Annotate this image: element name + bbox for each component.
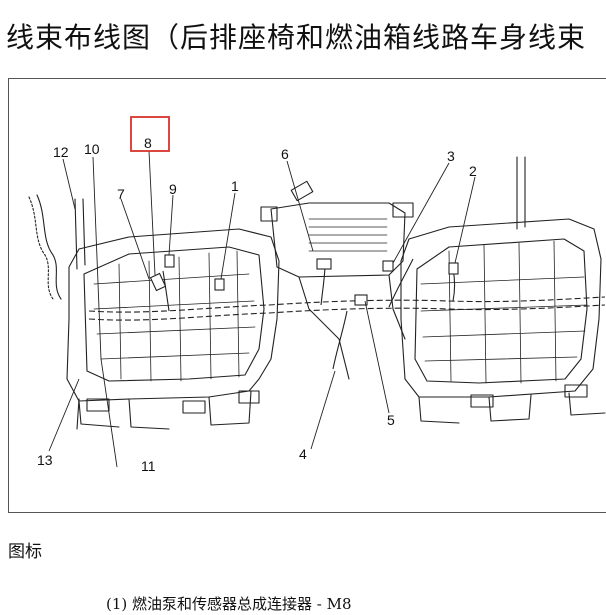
legend-item: (1) 燃油泵和传感器总成连接器 - M8 bbox=[106, 595, 352, 613]
wiring-diagram: 12 10 8 7 9 1 6 3 2 13 11 4 5 bbox=[28, 116, 606, 474]
connector-8 bbox=[149, 272, 167, 292]
callout-11: 11 bbox=[141, 458, 156, 474]
page-title: 线束布线图（后排座椅和燃油箱线路车身线束 bbox=[6, 21, 587, 54]
branch-to-6 bbox=[320, 264, 326, 306]
connector-9 bbox=[164, 254, 175, 268]
left-seat-springs bbox=[93, 250, 256, 382]
right-bracket-a bbox=[470, 394, 494, 408]
callout-10: 10 bbox=[84, 141, 100, 157]
callout-13: 13 bbox=[37, 452, 53, 468]
wiring-diagram-figure: 12 10 8 7 9 1 6 3 2 13 11 4 5 bbox=[8, 78, 606, 513]
callout-6: 6 bbox=[281, 146, 289, 162]
console-bracket-left bbox=[260, 206, 278, 222]
left-seat-frame bbox=[66, 228, 280, 402]
right-seat-frame bbox=[400, 218, 602, 398]
callout-8-highlight bbox=[130, 116, 170, 152]
branch-to-9 bbox=[162, 270, 170, 312]
callout-5: 5 bbox=[387, 412, 395, 428]
left-seat-inner bbox=[83, 246, 265, 382]
left-bracket-b bbox=[182, 400, 206, 414]
left-trim bbox=[28, 196, 54, 300]
connector-5 bbox=[354, 294, 368, 306]
callout-2: 2 bbox=[469, 163, 477, 179]
connector-1 bbox=[214, 278, 225, 291]
console-bracket-right bbox=[392, 202, 414, 218]
branch-to-4 bbox=[332, 310, 348, 370]
branch-to-3 bbox=[388, 258, 414, 308]
right-seat-inner bbox=[414, 238, 588, 384]
callout-1: 1 bbox=[231, 178, 239, 194]
right-seat-springs bbox=[420, 240, 588, 384]
connector-6-body bbox=[290, 180, 314, 202]
legend-title: 图标 bbox=[8, 542, 42, 562]
left-bracket-a bbox=[86, 398, 110, 412]
callout-3: 3 bbox=[447, 148, 455, 164]
console-ribs bbox=[308, 218, 388, 252]
callout-9: 9 bbox=[169, 181, 177, 197]
callout-12: 12 bbox=[53, 144, 69, 160]
main-harness-lower bbox=[88, 304, 606, 321]
right-bracket-b bbox=[564, 384, 588, 398]
main-harness-upper bbox=[88, 296, 606, 313]
left-bracket-c bbox=[238, 390, 260, 404]
connector-2 bbox=[448, 262, 459, 275]
center-console bbox=[270, 202, 406, 278]
callout-4: 4 bbox=[299, 446, 307, 462]
connector-6 bbox=[316, 258, 332, 270]
callout-7: 7 bbox=[117, 186, 125, 202]
connector-3 bbox=[382, 260, 394, 272]
callout-8: 8 bbox=[144, 135, 152, 151]
